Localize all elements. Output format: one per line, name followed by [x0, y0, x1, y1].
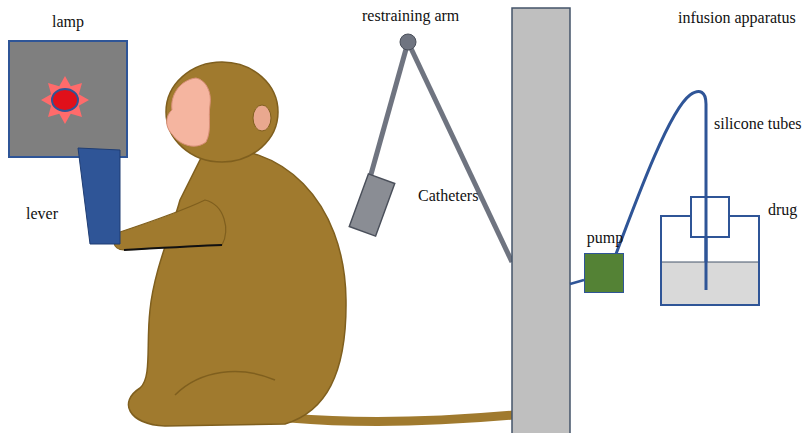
lever-shape	[76, 146, 122, 246]
beaker-shape	[660, 196, 760, 306]
part-label: lever	[26, 204, 58, 223]
monkey-ear	[253, 105, 271, 131]
lamp-glow	[41, 76, 89, 124]
monkey-tail	[290, 414, 525, 421]
part-label: Catheters	[418, 186, 478, 205]
arm-line	[124, 245, 222, 250]
restraining-arm-pivot	[400, 34, 416, 50]
monkey-leg	[175, 372, 275, 395]
pump-box: pump	[584, 253, 624, 293]
lamp-light	[10, 42, 126, 156]
part-label: lamp	[52, 12, 84, 31]
lever: lever	[76, 146, 122, 246]
part-label: restraining arm	[362, 6, 459, 25]
monkey-face	[167, 78, 211, 146]
monkey-body	[128, 149, 346, 426]
monkey-arm	[114, 200, 226, 250]
catheter-jacket	[349, 174, 394, 236]
part-label: silicone tubes	[714, 114, 802, 133]
catheter-line	[570, 280, 584, 284]
part-label: pump	[587, 228, 623, 247]
support-pole	[512, 8, 570, 433]
restraining-arm-bar	[368, 42, 408, 185]
part-label: infusion apparatus	[678, 8, 796, 27]
drug-beaker: drug	[660, 196, 760, 306]
lamp-bulb	[52, 89, 78, 111]
part-label: drug	[768, 200, 797, 219]
lamp-panel: lamp	[8, 40, 128, 158]
restraining-arm-bar	[408, 42, 512, 262]
monkey-head	[166, 62, 278, 162]
